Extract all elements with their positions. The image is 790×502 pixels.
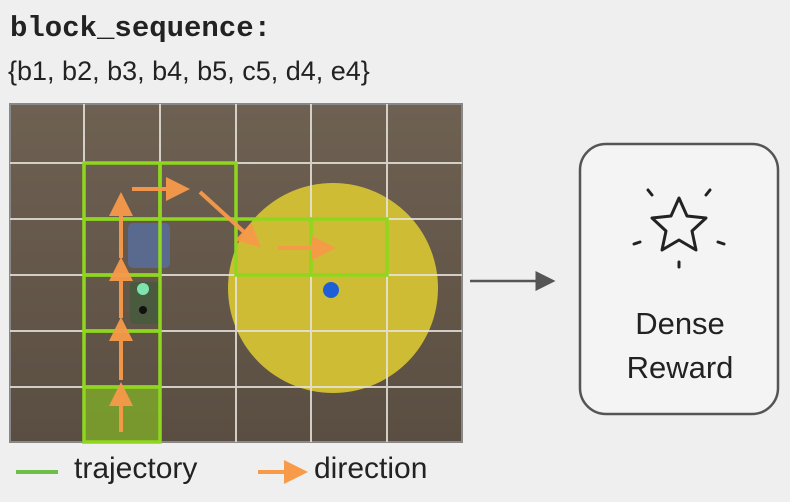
dense-reward-box [578,142,780,416]
mint-dot [137,283,149,295]
legend-direction-label: direction [314,452,428,485]
legend-trajectory-label: trajectory [74,452,198,485]
reward-label: Reward [626,350,734,385]
dense-label: Dense [635,306,725,341]
direction-arrows [109,177,336,432]
blue-block [128,223,170,268]
scene-photo [9,103,463,444]
black-dot [139,306,147,314]
block-sequence-title: block_sequence: [10,12,272,45]
star-icon [632,188,726,269]
block-sequence-list: {b1, b2, b3, b4, b5, c5, d4, e4} [8,56,370,86]
target-dot [323,282,339,298]
